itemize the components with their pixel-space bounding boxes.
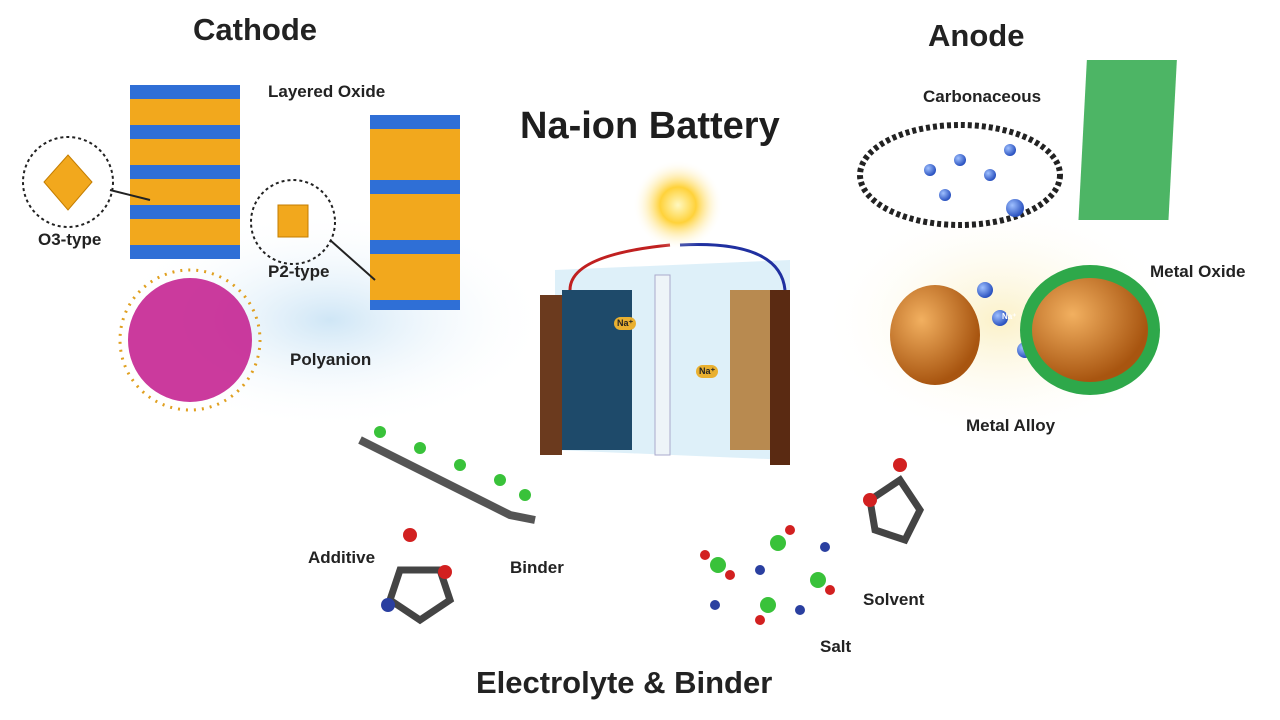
center-title: Na-ion Battery [520, 105, 780, 147]
additive-label: Additive [308, 548, 376, 567]
sodium-ions [924, 144, 1033, 358]
salt-molecules [710, 535, 826, 613]
layered-oxide-label: Layered Oxide [268, 82, 386, 101]
binder-chain [358, 436, 536, 524]
polyanion-structure [128, 278, 252, 402]
metal-oxide-structure [1078, 60, 1177, 220]
na-ion-label: Na⁺ [1002, 312, 1017, 321]
cathode-electrode [540, 295, 562, 455]
carbonaceous-label: Carbonaceous [923, 87, 1042, 106]
solvent-label: Solvent [863, 590, 925, 609]
metal-alloy-label: Metal Alloy [966, 416, 1056, 435]
p2-layered-structure [370, 115, 460, 310]
o3-type-label: O3-type [38, 230, 102, 249]
carbonaceous-structure [857, 122, 1063, 228]
na-ion-label: Na⁺ [696, 365, 719, 378]
metal-oxide-label: Metal Oxide [1150, 262, 1246, 281]
binder-label: Binder [510, 558, 564, 577]
cathode-heading: Cathode [193, 12, 317, 47]
p2-type-label: P2-type [268, 262, 330, 281]
o3-zoom-circle [22, 136, 114, 228]
additive-molecule [385, 566, 455, 625]
metal-alloy-small [890, 285, 980, 385]
p2-zoom-circle [250, 179, 336, 265]
na-ion-label: Na⁺ [614, 317, 637, 330]
light-bulb [633, 160, 723, 250]
anode-electrode [730, 290, 770, 450]
salt-label: Salt [820, 637, 852, 656]
battery-cell [540, 160, 790, 465]
solvent-molecule [866, 475, 925, 545]
o3-layered-structure [130, 85, 240, 259]
anode-heading: Anode [928, 18, 1025, 53]
bottom-heading: Electrolyte & Binder [476, 665, 773, 700]
separator [654, 274, 671, 456]
polyanion-label: Polyanion [290, 350, 372, 369]
